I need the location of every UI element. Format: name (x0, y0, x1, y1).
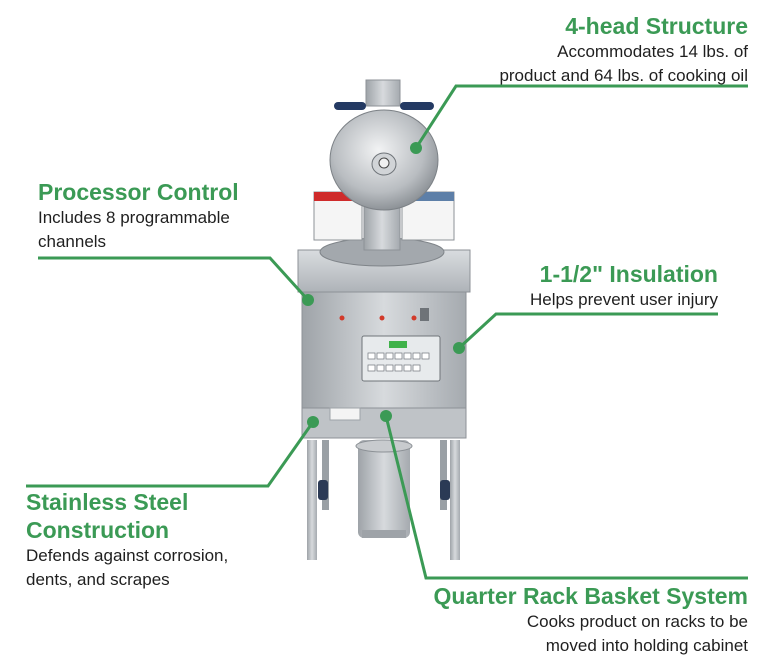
insulation-desc-line1: Helps prevent user injury (529, 290, 718, 309)
cabinet-lower-band (301, 407, 467, 439)
lid-handle-right (400, 102, 434, 110)
indicator-light (411, 315, 417, 321)
lid-handle-left (334, 102, 366, 110)
callout-steel: Stainless Steel Construction Defends aga… (26, 488, 228, 592)
steel-desc-line1: Defends against corrosion, (26, 546, 229, 565)
basket-leader-dot (380, 410, 392, 422)
basket-title: Quarter Rack Basket System (433, 583, 749, 609)
callout-processor: Processor Control Includes 8 programmabl… (38, 178, 239, 254)
insulation-leader-line (457, 312, 718, 350)
insulation-leader-dot (453, 342, 465, 354)
basket-desc-line2: moved into holding cabinet (545, 636, 748, 655)
processor-leader-line (38, 256, 310, 302)
processor-desc-line1: Includes 8 programmable (38, 208, 230, 227)
structure-desc-line2: product and 64 lbs. of cooking oil (499, 66, 748, 85)
lid-gauge (378, 157, 390, 169)
indicator-light (339, 315, 345, 321)
callout-basket: Quarter Rack Basket System Cooks product… (434, 582, 749, 658)
service-label (329, 407, 361, 421)
structure-title: 4-head Structure (565, 13, 748, 39)
basket-desc-line1: Cooks product on racks to be (526, 612, 748, 631)
filter-canister-top (355, 439, 413, 453)
left-back-leg (322, 440, 329, 510)
control-display (389, 341, 407, 348)
structure-leader-dot (410, 142, 422, 154)
filter-canister (358, 440, 410, 538)
right-back-leg (440, 440, 447, 510)
lid-top-bracket (365, 79, 401, 107)
right-caster (440, 480, 450, 500)
steel-leader-dot (307, 416, 319, 428)
indicator-light (379, 315, 385, 321)
steel-leader-line (26, 421, 315, 488)
structure-leader-line (414, 84, 748, 149)
processor-desc-line2: channels (38, 232, 107, 251)
basket-leader-line (384, 415, 748, 580)
steel-desc-line2: dents, and scrapes (26, 570, 170, 589)
filter-canister-bottom (362, 530, 406, 538)
structure-desc-line1: Accommodates 14 lbs. of (557, 42, 748, 61)
right-front-leg (450, 440, 460, 560)
control-keypad (367, 352, 430, 372)
left-caster (318, 480, 328, 500)
steel-title-line2: Construction (26, 517, 170, 543)
callout-structure: 4-head Structure Accommodates 14 lbs. of… (499, 12, 748, 88)
callout-insulation: 1-1/2" Insulation Helps prevent user inj… (530, 260, 718, 312)
warning-label-left-header (314, 192, 362, 201)
processor-title: Processor Control (38, 179, 239, 205)
steel-title-line1: Stainless Steel (26, 489, 189, 515)
processor-leader-dot (302, 294, 314, 306)
warning-label-right-header (402, 192, 454, 201)
left-front-leg (307, 440, 317, 560)
insulation-title: 1-1/2" Insulation (539, 261, 718, 287)
power-switch (420, 308, 429, 321)
